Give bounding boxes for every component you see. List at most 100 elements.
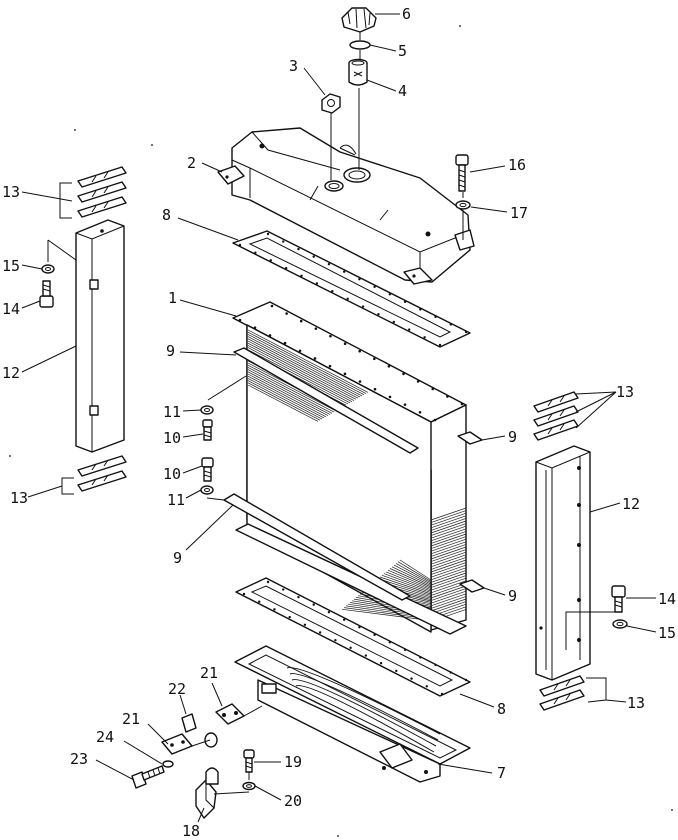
core-fin-line: [381, 574, 432, 593]
side-washer-left-part: [41, 264, 55, 274]
callout-label: 13: [10, 489, 28, 507]
plate-bolt-hole: [373, 387, 377, 391]
core-fin-line: [430, 567, 467, 581]
plate-bolt-hole: [343, 372, 347, 376]
side-plate-right-part: [535, 445, 591, 681]
side-bolt-right-part: [611, 585, 626, 613]
plate-bolt-hole: [387, 365, 391, 368]
gasket-bolt-hole: [273, 608, 276, 611]
callout-label: 4: [398, 82, 407, 100]
gasket-bolt-hole: [297, 595, 300, 599]
seal-strip-lower-left-part: [223, 493, 411, 601]
callout-label: 15: [658, 624, 676, 642]
gasket-bolt-hole: [434, 315, 437, 319]
plate-bolt-hole: [402, 372, 405, 376]
plate-bolt-hole: [299, 319, 303, 323]
gasket-bolt-hole: [392, 320, 396, 324]
core-fin-line: [393, 564, 432, 585]
core-fin-line: [430, 580, 467, 594]
gasket-bolt-hole: [238, 243, 242, 247]
plate-bolt-hole: [403, 403, 407, 406]
core-fin-line: [247, 329, 369, 393]
plate-bolt-hole: [253, 326, 257, 329]
gasket-bolt-hole: [377, 313, 380, 316]
plate-bolt-hole: [283, 341, 287, 345]
lower-tank-part: [234, 645, 471, 783]
core-fin-line: [430, 520, 467, 534]
core-washer-lower-part: [200, 485, 214, 495]
core-fin-line: [430, 570, 467, 583]
gasket-bolt-hole: [266, 232, 270, 236]
gasket-bolt-hole: [346, 297, 349, 301]
core-fin-line: [391, 566, 432, 586]
shim-set-left-lower-part: [61, 455, 127, 495]
gasket-bolt-hole: [327, 262, 331, 266]
callout-label: 12: [622, 495, 640, 513]
callout-leaders: [21, 13, 657, 823]
core-fin-line: [430, 551, 467, 565]
gasket-bolt-hole: [358, 278, 361, 281]
callout-label: 1: [168, 289, 177, 307]
core-fin-line: [430, 507, 467, 521]
callout-label: 9: [166, 342, 175, 360]
bracket-bolt-part: [243, 749, 255, 773]
gasket-bolt-hole: [254, 251, 257, 254]
plate-bolt-hole: [343, 342, 347, 345]
gasket-bolt-hole: [318, 631, 322, 634]
gasket-bolt-hole: [364, 654, 368, 657]
core-fin-line: [385, 571, 432, 591]
core-bolt-upper-part: [202, 419, 213, 441]
callout-label: 15: [2, 257, 20, 275]
callout-label: 11: [163, 403, 181, 421]
plate-bolt-hole: [433, 418, 437, 422]
core-fin-line: [247, 340, 359, 399]
gasket-bolt-hole: [440, 692, 444, 696]
callout-label: 21: [200, 664, 218, 682]
bracket-washer-part: [242, 781, 256, 791]
callout-label: 18: [182, 822, 200, 840]
gasket-bolt-hole: [300, 274, 303, 277]
core-fin-line: [247, 342, 357, 400]
plate-bolt-hole: [460, 402, 464, 406]
plate-bolt-hole: [270, 304, 274, 308]
core-fin-line: [430, 523, 467, 536]
plate-bolt-hole: [446, 395, 449, 398]
gasket-bolt-hole: [258, 600, 261, 603]
upper-tank-part: [217, 127, 475, 285]
plate-bolt-hole: [285, 312, 288, 315]
callout-label: 13: [627, 694, 645, 712]
filler-neck-part: [348, 58, 368, 86]
callout-label: 12: [2, 364, 20, 382]
gasket-bolt-hole: [373, 285, 376, 288]
core-fin-line: [247, 369, 333, 414]
callout-label: 2: [187, 154, 196, 172]
scan-speck: [74, 129, 76, 131]
plate-bolt-hole: [416, 380, 420, 383]
gasket-bolt-hole: [342, 618, 346, 621]
core-fin-line: [395, 563, 432, 584]
assembly-lines: [47, 32, 620, 795]
shim-set-right-upper-part: [533, 391, 579, 441]
core-fin-line: [247, 380, 323, 420]
core-fin-line: [430, 541, 467, 555]
core-fin-line: [247, 336, 363, 397]
core-fin-line: [430, 572, 467, 586]
core-fin-line: [387, 569, 432, 589]
scan-speck: [337, 835, 339, 837]
core-fin-line: [430, 559, 467, 573]
core-fin-line: [247, 345, 355, 401]
core-fin-line: [247, 334, 365, 396]
upper-gasket-part: [232, 230, 471, 348]
core-fin-line: [430, 518, 467, 531]
plate-bolt-hole: [298, 349, 302, 353]
gasket-bolt-hole: [266, 580, 270, 584]
shim-set-left-upper-part: [59, 166, 127, 219]
core-washer-upper-part: [200, 405, 214, 415]
gasket-bolt-hole: [358, 626, 361, 629]
radiator-core-part: [232, 301, 467, 635]
core-fin-line: [430, 593, 467, 607]
gasket-bolt-hole: [303, 623, 307, 626]
core-fin-line: [430, 598, 467, 612]
gasket-bolt-hole: [434, 663, 437, 667]
